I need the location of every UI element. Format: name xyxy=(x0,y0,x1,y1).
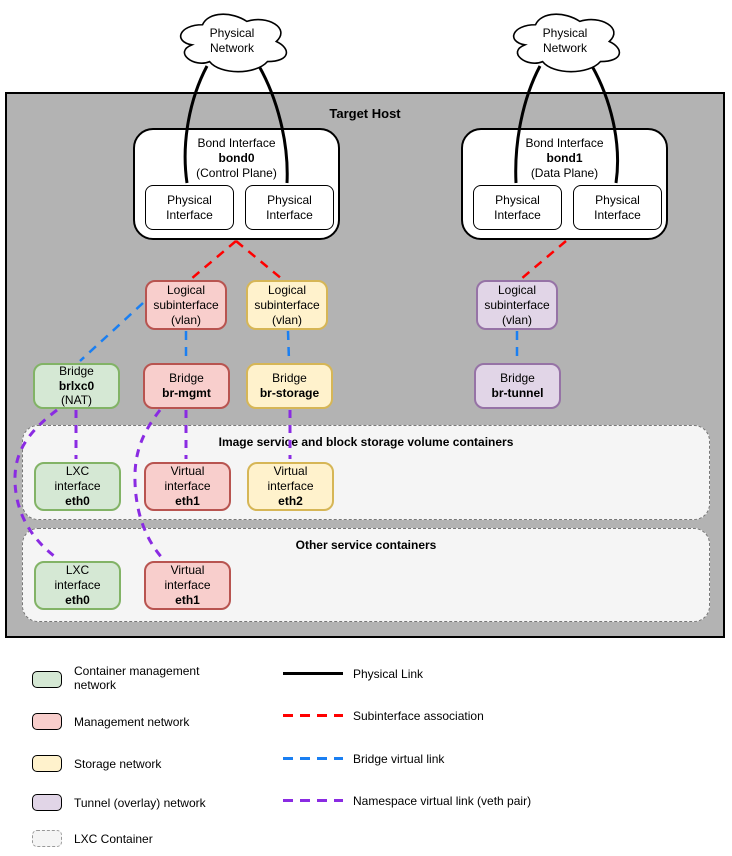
legend-label-tunnel: Tunnel (overlay) network xyxy=(74,796,206,810)
bond1-label-line1: Bond Interface xyxy=(525,136,604,150)
legend-label-storage: Storage network xyxy=(74,757,162,771)
bridge-br-tunnel-type: Bridge xyxy=(500,371,535,385)
legend-swatch-tunnel xyxy=(32,794,62,811)
c1-virtual-interface-eth1: Virtual interface eth1 xyxy=(144,462,231,511)
subinterface-tunnel-label: Logical subinterface (vlan) xyxy=(484,282,550,327)
bond0-physical-interface-1: Physical Interface xyxy=(145,185,234,230)
bridge-br-storage-type: Bridge xyxy=(272,371,307,385)
c2-eth1-name: eth1 xyxy=(175,593,200,607)
legend-line-namespace-virtual xyxy=(283,799,343,802)
c2-eth0-name: eth0 xyxy=(65,593,90,607)
subinterface-mgmt: Logical subinterface (vlan) xyxy=(145,280,227,330)
c2-eth1-label: Virtual interface xyxy=(164,563,211,592)
c1-eth2-label: Virtual interface xyxy=(267,464,314,493)
bond0-physical-interface-2: Physical Interface xyxy=(245,185,334,230)
bridge-brlxc0-nat: (NAT) xyxy=(60,393,93,408)
legend-label-subinterface-association: Subinterface association xyxy=(353,709,484,723)
c1-eth1-label: Virtual interface xyxy=(164,464,211,493)
legend-line-physical xyxy=(283,672,343,675)
c2-eth0-label: LXC interface xyxy=(54,563,101,592)
legend-line-bridge-virtual xyxy=(283,757,343,760)
bond0-physical-interface-2-label: Physical Interface xyxy=(266,192,313,222)
legend-swatch-management xyxy=(32,713,62,730)
legend-label-bridge-virtual-link: Bridge virtual link xyxy=(353,752,445,766)
legend-label-lxc-container: LXC Container xyxy=(74,832,153,846)
c1-eth0-label: LXC interface xyxy=(54,464,101,493)
c2-lxc-interface-eth0: LXC interface eth0 xyxy=(34,561,121,610)
container-image-storage: Image service and block storage volume c… xyxy=(22,425,710,520)
bond1-physical-interface-2: Physical Interface xyxy=(573,185,662,230)
legend-swatch-container-mgmt xyxy=(32,671,62,688)
container-other-services: Other service containers LXC interface e… xyxy=(22,528,710,622)
bridge-br-tunnel-name: br-tunnel xyxy=(491,386,544,400)
container-image-storage-title: Image service and block storage volume c… xyxy=(218,435,514,449)
bond0-box: Bond Interface bond0 (Control Plane) Phy… xyxy=(133,128,340,240)
bridge-br-mgmt: Bridge br-mgmt xyxy=(143,363,230,409)
subinterface-storage-label: Logical subinterface (vlan) xyxy=(254,282,320,327)
legend-label-management: Management network xyxy=(74,715,190,729)
bridge-br-tunnel: Bridge br-tunnel xyxy=(474,363,561,409)
legend-swatch-lxc-container xyxy=(32,830,62,847)
legend-label-namespace-virtual-link: Namespace virtual link (veth pair) xyxy=(353,794,532,808)
c1-eth0-name: eth0 xyxy=(65,494,90,508)
bond0-physical-interface-1-label: Physical Interface xyxy=(166,192,213,222)
bridge-br-storage-name: br-storage xyxy=(259,386,320,400)
cloud-left-label: Physical Network xyxy=(209,26,255,55)
bond0-name: bond0 xyxy=(218,151,255,165)
bond1-physical-interface-1: Physical Interface xyxy=(473,185,562,230)
bridge-br-mgmt-name: br-mgmt xyxy=(162,386,211,400)
bridge-brlxc0-type: Bridge xyxy=(59,364,94,379)
legend-swatch-storage xyxy=(32,755,62,772)
bond0-label: Bond Interface bond0 (Control Plane) xyxy=(135,136,338,181)
bond0-plane: (Control Plane) xyxy=(196,166,277,180)
bridge-br-mgmt-type: Bridge xyxy=(169,371,204,385)
subinterface-tunnel: Logical subinterface (vlan) xyxy=(476,280,558,330)
bond1-physical-interface-2-label: Physical Interface xyxy=(594,192,641,222)
bond0-label-line1: Bond Interface xyxy=(197,136,276,150)
c1-virtual-interface-eth2: Virtual interface eth2 xyxy=(247,462,334,511)
bond1-name: bond1 xyxy=(546,151,583,165)
bond1-physical-interface-1-label: Physical Interface xyxy=(494,192,541,222)
container-other-services-title: Other service containers xyxy=(295,538,437,552)
c2-virtual-interface-eth1: Virtual interface eth1 xyxy=(144,561,231,610)
subinterface-mgmt-label: Logical subinterface (vlan) xyxy=(153,282,219,327)
c1-eth1-name: eth1 xyxy=(175,494,200,508)
legend-label-physical-link: Physical Link xyxy=(353,667,424,681)
legend-label-container-mgmt: Container management network xyxy=(74,664,200,692)
cloud-right-label: Physical Network xyxy=(542,26,588,55)
bridge-br-storage: Bridge br-storage xyxy=(246,363,333,409)
bridge-brlxc0-name: brlxc0 xyxy=(58,378,95,393)
bond1-plane: (Data Plane) xyxy=(530,166,599,180)
c1-eth2-name: eth2 xyxy=(278,494,303,508)
bridge-brlxc0: Bridge brlxc0 (NAT) xyxy=(33,363,120,409)
bond1-label: Bond Interface bond1 (Data Plane) xyxy=(463,136,666,181)
target-host-title: Target Host xyxy=(329,106,401,121)
subinterface-storage: Logical subinterface (vlan) xyxy=(246,280,328,330)
bond1-box: Bond Interface bond1 (Data Plane) Physic… xyxy=(461,128,668,240)
legend-line-subinterface xyxy=(283,714,343,717)
c1-lxc-interface-eth0: LXC interface eth0 xyxy=(34,462,121,511)
